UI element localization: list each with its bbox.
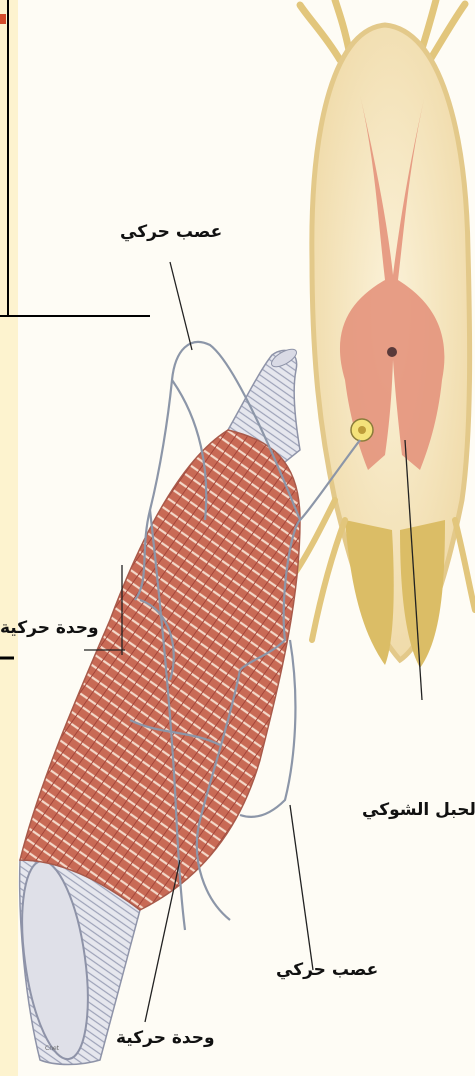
label-motor-nerve-bottom: عصب حركي	[276, 960, 378, 980]
spinal-cord-section	[312, 25, 470, 668]
label-spinal-cord: الحبل الشوكي	[362, 800, 475, 820]
label-motor-unit-bottom: وحدة حركية	[116, 1028, 215, 1048]
muscle-belly	[20, 430, 300, 910]
label-motor-unit-left: وحدة حركية	[0, 618, 99, 638]
copyright-mark: Cnet	[45, 1045, 60, 1052]
slide-frame	[0, 0, 150, 658]
label-motor-nerve-top: عصب حركي	[120, 222, 222, 242]
